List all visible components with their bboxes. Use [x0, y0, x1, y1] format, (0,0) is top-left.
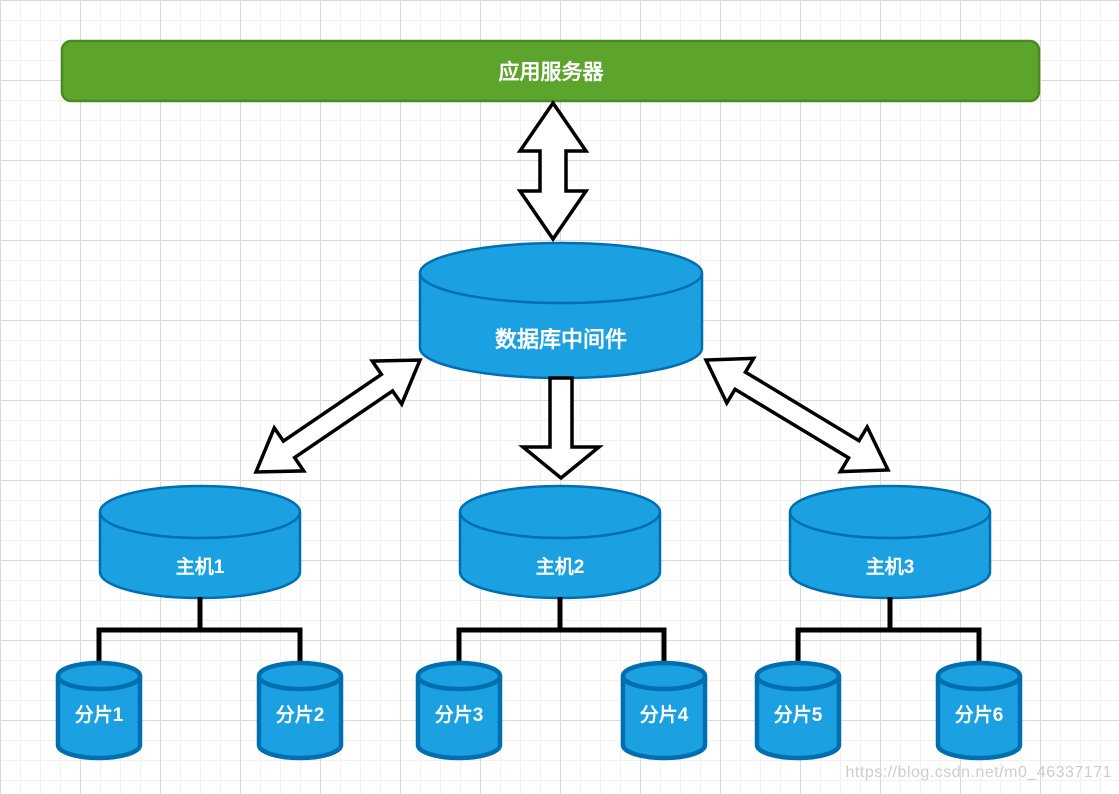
shard1-label: 分片1 [75, 703, 124, 726]
shard6-node: 分片6 [935, 660, 1023, 761]
shard4-cylinder-lid [620, 675, 708, 692]
host2-node: 主机2 [458, 484, 662, 600]
host3-node: 主机3 [788, 484, 992, 600]
middleware-host1-arrow [253, 358, 423, 474]
app-server-node: 应用服务器 [60, 39, 1041, 103]
appserver-middleware-arrow [516, 99, 590, 243]
host2-cylinder-lid [458, 511, 662, 540]
shard2-cylinder-lid [256, 675, 344, 692]
shard6-label: 分片6 [955, 703, 1004, 726]
middleware-host2-arrow [518, 376, 604, 481]
shard4-node: 分片4 [620, 660, 708, 761]
shard3-cylinder-lid [415, 675, 503, 692]
app-server-box [60, 39, 1041, 103]
middleware-label: 数据库中间件 [495, 327, 627, 352]
host1-label: 主机1 [176, 556, 225, 578]
host2-label: 主机2 [536, 556, 585, 578]
shard1-cylinder-lid [55, 675, 143, 692]
host3-shards-connector [795, 597, 982, 664]
middleware-cylinder-lid [418, 272, 704, 305]
shard3-node: 分片3 [415, 660, 503, 761]
host3-cylinder-lid [788, 511, 992, 540]
shard5-node: 分片5 [754, 660, 842, 761]
middleware-cylinder [418, 241, 704, 380]
middleware-node: 数据库中间件 [418, 241, 704, 380]
shard5-label: 分片5 [774, 703, 823, 726]
host1-cylinder-lid [98, 511, 302, 540]
shard2-node: 分片2 [256, 660, 344, 761]
host3-cylinder [788, 484, 992, 600]
shard1-node: 分片1 [55, 660, 143, 761]
shard6-cylinder-lid [935, 675, 1023, 692]
host3-label: 主机3 [866, 556, 915, 578]
shard2-label: 分片2 [276, 703, 325, 726]
csdn-watermark: https://blog.csdn.net/m0_46337171 [845, 764, 1112, 781]
host2-shards-connector [456, 597, 667, 664]
app-server-label: 应用服务器 [499, 60, 605, 84]
host1-cylinder [98, 484, 302, 600]
host1-shards-connector [96, 597, 303, 664]
host2-cylinder [458, 484, 662, 600]
middleware-host3-arrow [703, 356, 891, 474]
shard5-cylinder-lid [754, 675, 842, 692]
host1-node: 主机1 [98, 484, 302, 600]
shard3-label: 分片3 [435, 703, 484, 726]
shard4-label: 分片4 [640, 703, 689, 726]
